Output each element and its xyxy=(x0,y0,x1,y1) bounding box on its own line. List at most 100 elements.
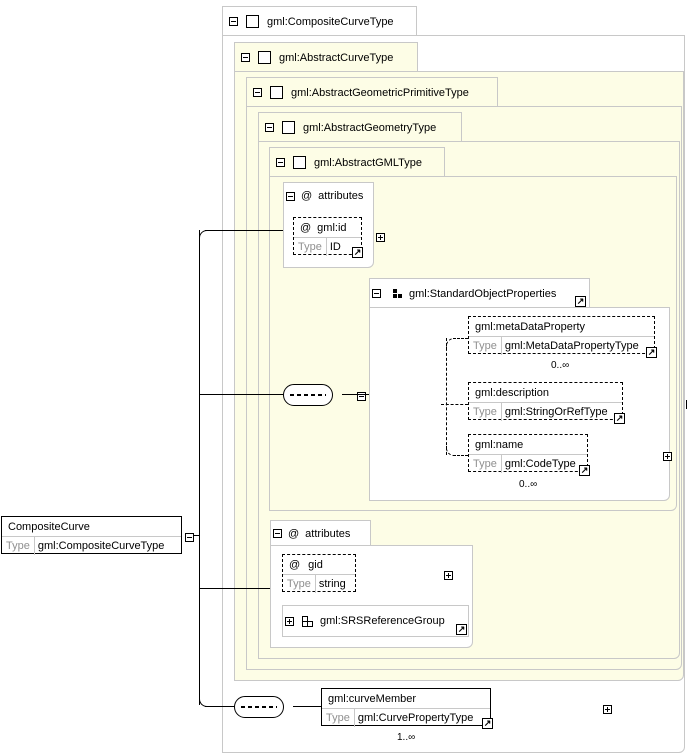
type-value: gml:CurvePropertyType xyxy=(357,712,474,724)
type-label: Type xyxy=(2,537,35,555)
attribute-group-name: gml:SRSReferenceGroup xyxy=(320,615,445,627)
composite-curve-element[interactable]: CompositeCurve Type gml:CompositeCurveTy… xyxy=(1,516,182,555)
collapse-toggle[interactable] xyxy=(286,191,295,201)
type-reference-icon[interactable]: ↗ xyxy=(575,296,586,307)
type-label: Type xyxy=(283,575,316,593)
at-icon: @ xyxy=(289,558,301,571)
type-label: Type xyxy=(294,238,327,256)
sequence-compositor[interactable] xyxy=(283,384,333,406)
at-icon: @ xyxy=(301,190,313,202)
srs-reference-group[interactable]: gml:SRSReferenceGroup xyxy=(282,605,469,637)
sequence-collapse-toggle[interactable] xyxy=(357,391,367,401)
collapse-toggle[interactable] xyxy=(265,123,274,132)
name-element[interactable]: gml:name Type gml:CodeType xyxy=(468,434,588,473)
composite-curve-type-tab: gml:CompositeCurveType xyxy=(222,6,417,36)
type-label: Type xyxy=(469,455,502,473)
type-label: Type xyxy=(469,403,502,421)
collapse-toggle[interactable] xyxy=(241,53,250,62)
attribute-name-row: @ gml:id xyxy=(294,218,361,237)
group-name: gml:StandardObjectProperties xyxy=(409,287,557,300)
complex-type-icon xyxy=(293,156,306,169)
type-row: Type ID xyxy=(294,237,361,256)
type-reference-icon[interactable]: ↗ xyxy=(352,247,363,258)
collapse-toggle[interactable] xyxy=(253,88,262,97)
expand-toggle[interactable] xyxy=(444,570,454,580)
connector-to-attributes xyxy=(205,230,283,231)
geometry-attributes-tab: @ attributes xyxy=(270,520,371,546)
type-reference-icon[interactable]: ↗ xyxy=(614,413,625,424)
meta-data-property-element[interactable]: gml:metaDataProperty Type gml:MetaDataPr… xyxy=(468,316,655,355)
cardinality: 1..∞ xyxy=(397,732,416,743)
connector-bottom-curve xyxy=(199,697,209,707)
type-name: gml:AbstractGeometryType xyxy=(303,121,437,134)
type-name: gml:CompositeCurveType xyxy=(267,15,394,28)
type-value: string xyxy=(318,578,346,590)
connector-root xyxy=(193,535,200,536)
cardinality: 0..∞ xyxy=(519,479,538,490)
element-name: gml:name xyxy=(475,438,524,451)
collapse-toggle[interactable] xyxy=(372,289,381,298)
root-collapse-toggle[interactable] xyxy=(185,532,194,542)
abstract-geometric-primitive-type-tab: gml:AbstractGeometricPrimitiveType xyxy=(246,77,498,107)
type-value: gml:MetaDataPropertyType xyxy=(504,340,639,352)
expand-toggle[interactable] xyxy=(285,616,294,626)
type-row: Type gml:StringOrRefType xyxy=(469,402,622,421)
connector-to-meta xyxy=(453,338,468,339)
connector-to-sequence xyxy=(199,394,283,395)
abstract-curve-type-tab: gml:AbstractCurveType xyxy=(234,42,418,72)
attributes-label: attributes xyxy=(318,190,364,202)
type-row: Type gml:CurvePropertyType xyxy=(322,708,490,727)
type-reference-icon[interactable]: ↗ xyxy=(482,718,493,729)
expand-toggle[interactable] xyxy=(376,232,386,242)
type-value: gml:StringOrRefType xyxy=(504,406,608,418)
attribute-name: gml:id xyxy=(317,221,347,234)
abstract-gml-type-tab: gml:AbstractGMLType xyxy=(269,147,445,177)
type-reference-icon[interactable]: ↗ xyxy=(579,465,590,476)
connector-sequence-link xyxy=(342,394,382,395)
connector-trunk xyxy=(199,230,200,705)
collapse-toggle[interactable] xyxy=(276,158,285,167)
attributes-header: @ attributes xyxy=(284,183,373,209)
type-name: gml:AbstractCurveType xyxy=(279,51,394,64)
attributes-label: attributes xyxy=(305,527,351,540)
curve-member-sequence[interactable] xyxy=(234,696,284,718)
type-value: gml:CompositeCurveType xyxy=(37,540,165,552)
type-name: gml:AbstractGeometricPrimitiveType xyxy=(291,86,469,99)
attribute-group-icon xyxy=(302,615,313,627)
type-row: Type gml:MetaDataPropertyType xyxy=(469,336,654,355)
gid-attribute[interactable]: @ gid Type string xyxy=(282,554,356,593)
type-label: Type xyxy=(322,709,355,727)
connector-to-description xyxy=(441,404,468,405)
curve-member-element[interactable]: gml:curveMember Type gml:CurvePropertyTy… xyxy=(321,688,491,727)
gml-id-attribute[interactable]: @ gml:id Type ID xyxy=(293,217,362,256)
collapse-toggle[interactable] xyxy=(229,17,238,26)
type-value: gml:CodeType xyxy=(504,458,576,470)
element-name: gml:description xyxy=(475,386,549,399)
complex-type-icon xyxy=(246,15,259,28)
group-icon xyxy=(393,288,403,299)
expand-toggle[interactable] xyxy=(663,451,673,461)
type-row: Type gml:CodeType xyxy=(469,454,587,473)
complex-type-icon xyxy=(270,86,283,99)
connector-top-curve xyxy=(199,230,209,240)
connector-curve xyxy=(446,446,456,456)
attribute-name-row: @ gid xyxy=(283,555,355,574)
type-value: ID xyxy=(329,241,341,253)
element-name: CompositeCurve xyxy=(8,520,90,533)
connector-to-geometry-attributes xyxy=(199,588,270,589)
cardinality: 0..∞ xyxy=(551,360,570,371)
expand-toggle[interactable] xyxy=(602,704,612,714)
complex-type-icon xyxy=(258,51,271,64)
choice-connector xyxy=(446,338,447,455)
connector-to-curve-member-seq xyxy=(205,706,235,707)
element-name: gml:metaDataProperty xyxy=(475,320,586,333)
collapse-toggle[interactable] xyxy=(273,529,282,538)
type-reference-icon[interactable]: ↗ xyxy=(646,347,657,358)
description-element[interactable]: gml:description Type gml:StringOrRefType xyxy=(468,382,623,421)
type-row: Type gml:CompositeCurveType xyxy=(2,536,181,555)
type-reference-icon[interactable]: ↗ xyxy=(456,624,467,635)
at-icon: @ xyxy=(300,221,312,234)
attribute-name: gid xyxy=(308,558,323,571)
connector-to-curve-member xyxy=(293,706,321,707)
type-name: gml:AbstractGMLType xyxy=(314,156,422,169)
